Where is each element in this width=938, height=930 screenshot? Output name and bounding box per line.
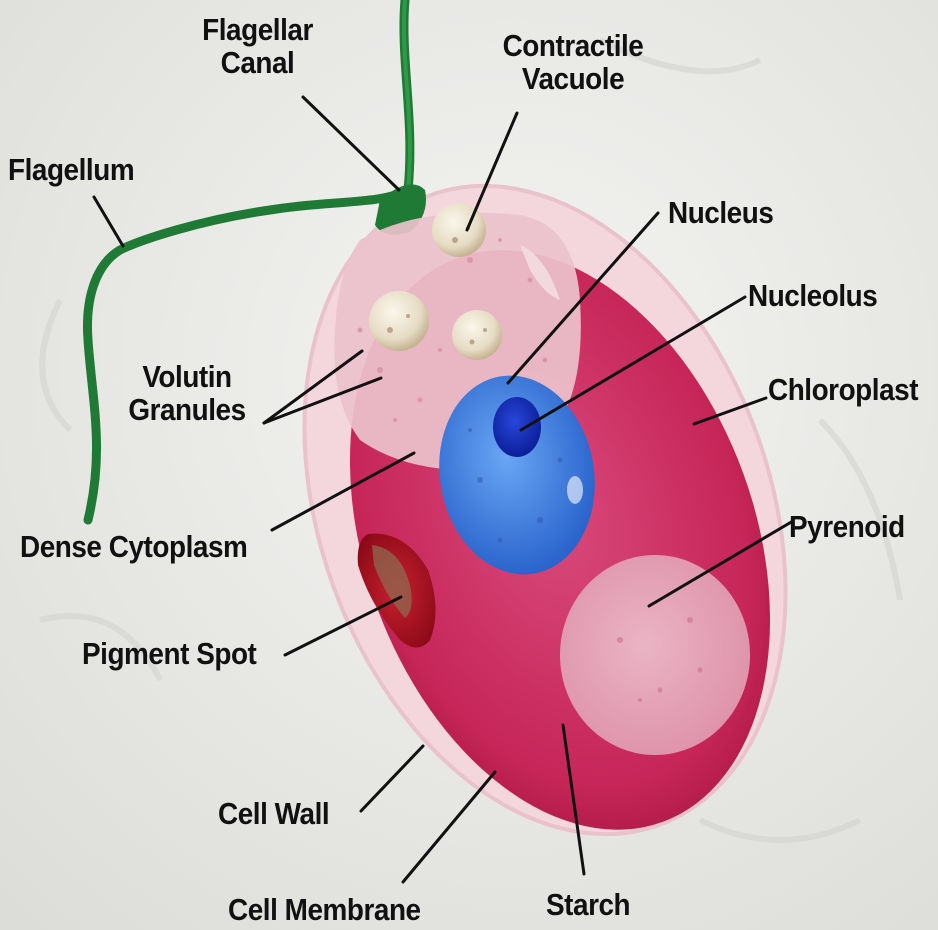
pyrenoid-shape xyxy=(560,555,750,755)
label-volutin-granules-line-2: Granules xyxy=(120,393,255,426)
label-starch: Starch xyxy=(546,888,630,921)
label-cell-membrane: Cell Membrane xyxy=(228,893,421,926)
label-flagellum: Flagellum xyxy=(8,153,134,186)
label-volutin-granules: Volutin Granules xyxy=(120,360,255,426)
label-flagellar-canal: Flagellar Canal xyxy=(188,13,328,79)
label-contractile-vacuole-line-2: Vacuole xyxy=(488,62,659,95)
volutin-granule-1 xyxy=(369,291,429,351)
label-dense-cytoplasm: Dense Cytoplasm xyxy=(20,530,247,563)
label-flagellar-canal-line-2: Canal xyxy=(188,46,328,79)
label-chloroplast: Chloroplast xyxy=(768,373,918,406)
label-pigment-spot: Pigment Spot xyxy=(82,637,256,670)
label-nucleus: Nucleus xyxy=(668,196,773,229)
label-nucleolus: Nucleolus xyxy=(748,279,877,312)
label-contractile-vacuole: Contractile Vacuole xyxy=(488,29,659,95)
label-flagellar-canal-line-1: Flagellar xyxy=(188,13,328,46)
label-cell-wall: Cell Wall xyxy=(218,797,329,830)
nucleolus-shape xyxy=(493,397,541,457)
contractile-vacuole-shape xyxy=(432,203,486,257)
label-contractile-vacuole-line-1: Contractile xyxy=(488,29,659,62)
label-volutin-granules-line-1: Volutin xyxy=(120,360,255,393)
volutin-granule-2 xyxy=(452,310,502,360)
label-pyrenoid: Pyrenoid xyxy=(789,510,905,543)
